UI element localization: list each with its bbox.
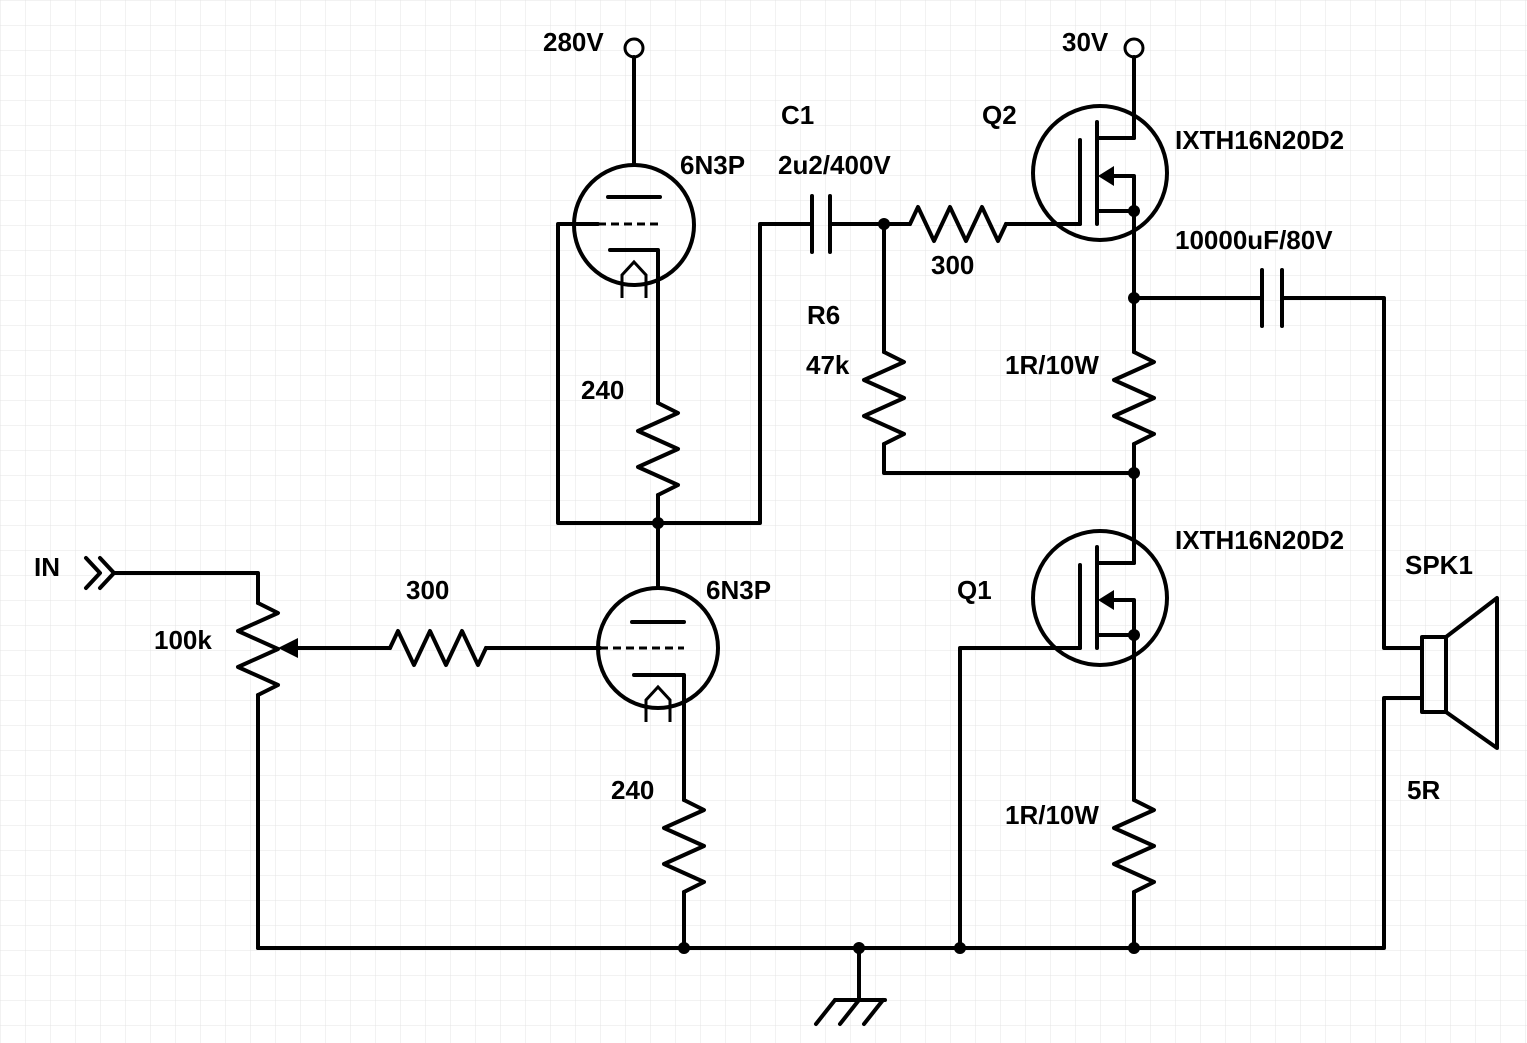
label-grid-resistor: 300: [406, 575, 449, 605]
label-spk-value: 5R: [1407, 775, 1440, 805]
label-tube-top: 6N3P: [680, 150, 745, 180]
resistor-q1-source-1r: [1112, 798, 1156, 894]
label-spk-ref: SPK1: [1405, 550, 1473, 580]
label-gate-resistor: 300: [931, 250, 974, 280]
ground-icon: [814, 946, 887, 1026]
junction-dot: [1128, 467, 1140, 479]
junction-dot: [678, 942, 690, 954]
supply-30v-terminal: [1123, 37, 1145, 140]
label-supply-280v: 280V: [543, 27, 604, 57]
resistor-r6-47k: [862, 350, 906, 446]
label-supply-30v: 30V: [1062, 27, 1109, 57]
label-q2-part: IXTH16N20D2: [1175, 125, 1344, 155]
label-r6-ref: R6: [807, 300, 840, 330]
resistor-q2-source-1r: [1112, 350, 1156, 446]
resistor-plate-240: [636, 401, 680, 497]
label-output-cap: 10000uF/80V: [1175, 225, 1333, 255]
wire-top-grid-loop: [556, 222, 660, 525]
junction-dot: [1128, 942, 1140, 954]
label-q1-ref: Q1: [957, 575, 992, 605]
label-plate-resistor: 240: [581, 375, 624, 405]
junction-dot: [652, 517, 664, 529]
resistor-cathode-240: [662, 798, 706, 894]
triode-bottom: [596, 586, 720, 727]
resistor-grid-300: [388, 629, 488, 667]
label-pot: 100k: [154, 625, 212, 655]
label-c1-value: 2u2/400V: [778, 150, 891, 180]
label-q1-part: IXTH16N20D2: [1175, 525, 1344, 555]
junction-dot: [954, 942, 966, 954]
supply-280v-terminal: [623, 37, 645, 167]
label-tube-bottom: 6N3P: [706, 575, 771, 605]
label-q2-source-resistor: 1R/10W: [1005, 350, 1099, 380]
speaker-spk1: [1420, 596, 1499, 750]
pot-wiper-arrow: [278, 638, 392, 658]
label-input: IN: [34, 552, 60, 582]
label-cathode-resistor: 240: [611, 775, 654, 805]
potentiometer-100k: [236, 601, 280, 697]
label-r6-value: 47k: [806, 350, 850, 380]
label-q1-source-resistor: 1R/10W: [1005, 800, 1099, 830]
resistor-gate-300: [908, 205, 1008, 243]
label-c1-ref: C1: [781, 100, 814, 130]
wire-to-c1: [656, 222, 812, 525]
mosfet-q1: [1031, 529, 1169, 667]
label-q2-ref: Q2: [982, 100, 1017, 130]
